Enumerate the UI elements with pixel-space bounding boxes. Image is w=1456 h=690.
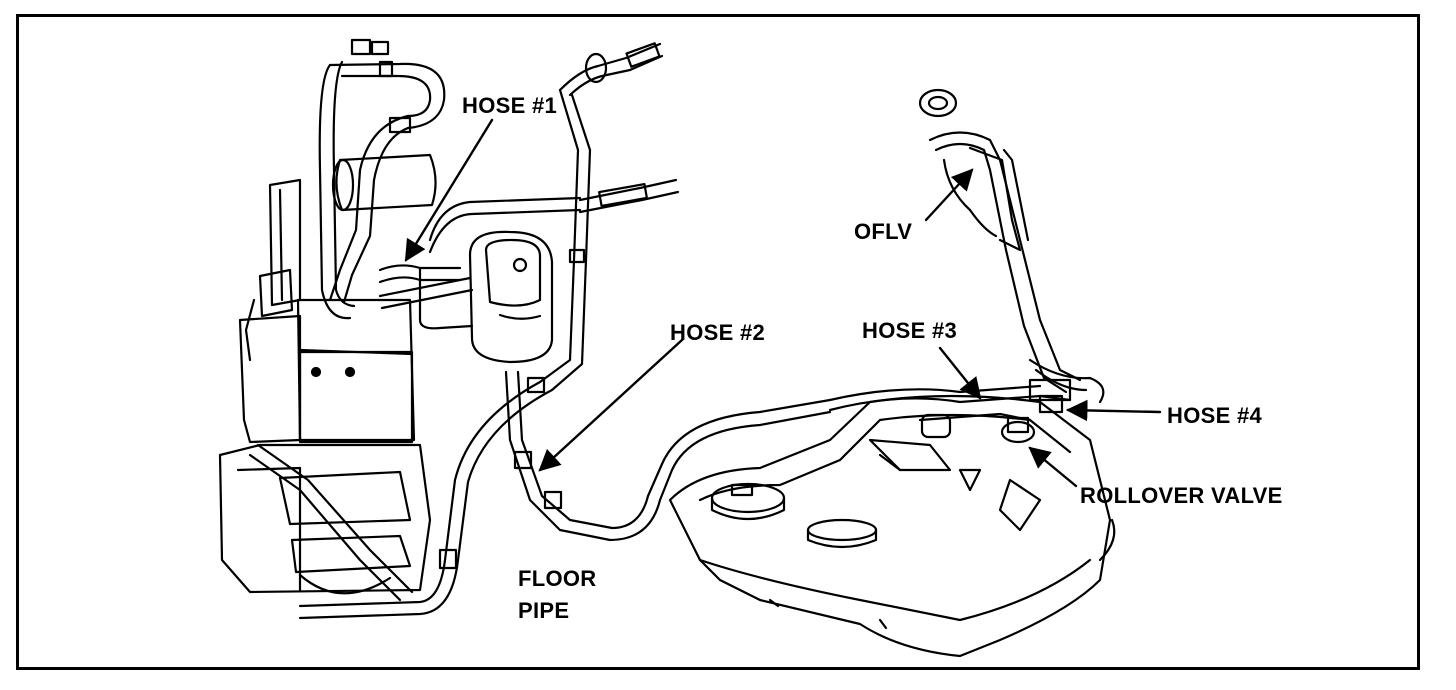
floor-pipe-label-line1: FLOOR [518,566,597,591]
floor-pipe-label: FLOOR PIPE [518,563,597,627]
hose-3-label: HOSE #3 [862,318,958,343]
floor-pipe-label-line2: PIPE [518,598,570,623]
engine-assembly [218,38,680,620]
leader-arrows [404,118,1162,488]
oflv-label: OFLV [854,219,913,244]
diagram-frame [16,14,1420,670]
hose-1-label: HOSE #1 [462,93,558,118]
floor-pipe [504,370,832,542]
hose-2-label: HOSE #2 [670,320,766,345]
hose-4-label: HOSE #4 [1167,403,1263,428]
rollover-valve-label: ROLLOVER VALVE [1080,483,1283,508]
vent-hoses [828,384,1072,444]
filler-neck [918,88,1105,404]
fuel-tank [668,394,1116,658]
